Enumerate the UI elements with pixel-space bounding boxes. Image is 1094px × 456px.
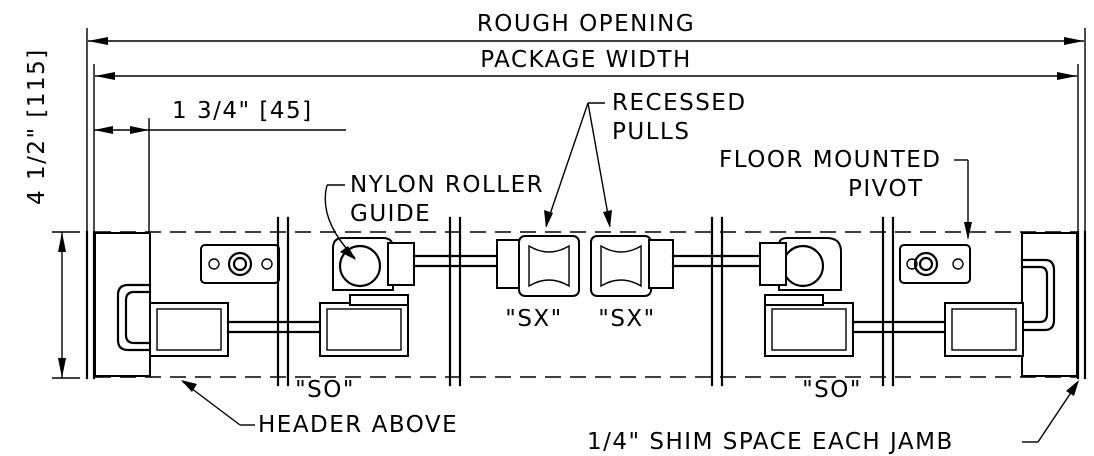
rough-opening-label: ROUGH OPENING bbox=[477, 11, 695, 37]
panel-label-sx-right: "SX" bbox=[598, 306, 656, 332]
right-pivot-plate bbox=[899, 244, 971, 284]
recessed-pulls-label-2: PULLS bbox=[612, 119, 690, 145]
floor-pivot-callout: FLOOR MOUNTED PIVOT bbox=[719, 147, 972, 240]
offset-dimension: 1 3/4" [45] bbox=[94, 98, 346, 134]
nylon-roller-label-1: NYLON ROLLER bbox=[350, 172, 544, 198]
left-pivot-plate bbox=[200, 244, 280, 284]
header-above-label: HEADER ABOVE bbox=[258, 412, 458, 438]
panel-designations: "SO" "SX" "SX" "SO" bbox=[295, 306, 862, 403]
floor-pivot-label-2: PIVOT bbox=[848, 176, 924, 202]
height-label: 4 1/2" [115] bbox=[24, 48, 50, 205]
floor-pivot-label-1: FLOOR MOUNTED bbox=[719, 147, 942, 173]
panel-divisions bbox=[276, 216, 895, 387]
left-jamb-frame bbox=[94, 232, 152, 377]
header-dashed-lines bbox=[95, 231, 1078, 378]
left-roller-guide bbox=[332, 237, 394, 291]
left-inner-panel bbox=[387, 235, 580, 297]
recessed-pulls-label-1: RECESSED bbox=[612, 90, 747, 116]
height-dimension: 4 1/2" [115] bbox=[24, 48, 66, 378]
left-outer-panel bbox=[149, 294, 409, 357]
nylon-roller-callout: NYLON ROLLER GUIDE bbox=[324, 172, 544, 260]
right-jamb-frame bbox=[1020, 232, 1078, 377]
package-width-dimension: PACKAGE WIDTH bbox=[95, 47, 1077, 80]
offset-label: 1 3/4" [45] bbox=[172, 98, 313, 124]
right-roller-guide bbox=[778, 237, 842, 291]
panel-label-so-right: "SO" bbox=[802, 377, 862, 403]
panel-label-so-left: "SO" bbox=[295, 377, 355, 403]
extension-lines bbox=[52, 28, 1086, 379]
shim-space-label: 1/4" SHIM SPACE EACH JAMB bbox=[587, 429, 954, 455]
rough-opening-dimension: ROUGH OPENING bbox=[88, 11, 1084, 45]
nylon-roller-label-2: GUIDE bbox=[350, 201, 431, 227]
panel-label-sx-left: "SX" bbox=[505, 306, 563, 332]
header-above-callout: HEADER ABOVE bbox=[181, 380, 458, 438]
shim-space-callout: 1/4" SHIM SPACE EACH JAMB bbox=[587, 380, 1079, 455]
package-width-label: PACKAGE WIDTH bbox=[480, 47, 692, 73]
right-inner-panel bbox=[590, 235, 787, 297]
recessed-pulls-callout: RECESSED PULLS bbox=[544, 90, 747, 228]
right-outer-panel bbox=[764, 294, 1024, 357]
